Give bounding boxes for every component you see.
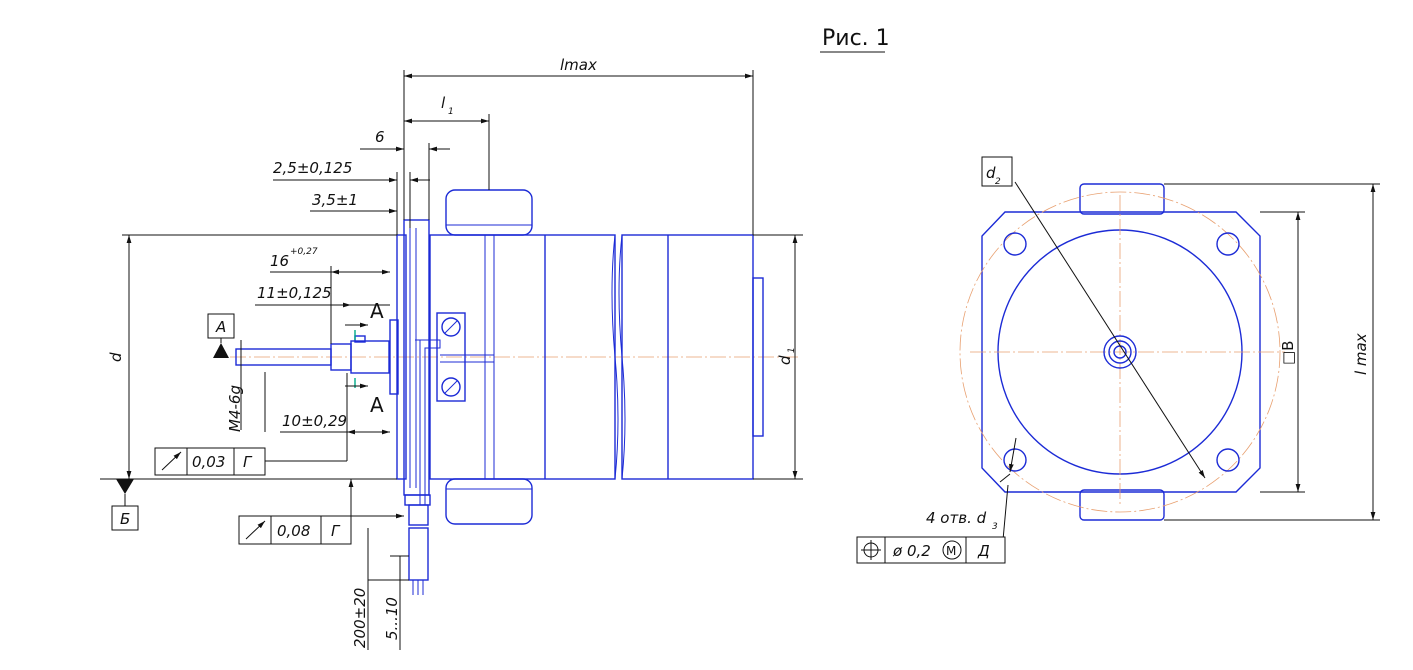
dim-d1-label: d <box>776 355 794 365</box>
dimension-lmax: lmax <box>403 56 754 235</box>
dimension-front-lmax: l max <box>1164 183 1380 521</box>
position-datum: Д <box>977 542 990 560</box>
lead-wires <box>404 494 431 595</box>
bottom-lug <box>1079 489 1165 521</box>
dimension-11: 11±0,125 <box>255 284 390 308</box>
thread-label: M4-6g <box>226 385 244 432</box>
figure-title: Рис. 1 <box>822 26 890 51</box>
dim-front-lmax-label: l max <box>1352 333 1370 375</box>
runout2-datum: Г <box>331 522 341 540</box>
position-modifier: М <box>946 544 956 558</box>
dimension-d1: d 1 <box>753 234 803 480</box>
dim-16-label: 16 <box>270 252 289 270</box>
mmc-circle-icon <box>942 540 962 560</box>
holes-callout: 4 отв. d 3 <box>926 437 1017 541</box>
dim-2-5-label: 2,5±0,125 <box>273 159 352 177</box>
dimension-d: d <box>100 234 397 480</box>
dim-d2-sub: 2 <box>995 177 1001 187</box>
runout1-datum: Г <box>243 453 253 471</box>
runout-arrow-icon <box>245 520 266 540</box>
square-flange <box>981 211 1261 493</box>
terminal-block <box>415 312 494 505</box>
dim-16-tolerance: +0,27 <box>290 247 318 257</box>
datum-b-label: Б <box>120 510 130 528</box>
runout1-value: 0,03 <box>192 453 225 471</box>
dim-d-label: d <box>107 352 125 362</box>
dim-11-label: 11±0,125 <box>257 284 332 302</box>
thread-callout: M4-6g <box>226 340 266 432</box>
position-tolerance: ø 0,2 М Д <box>856 536 1006 564</box>
runout-tolerance-2: 0,08 Г <box>238 479 404 545</box>
dim-d1-sub: 1 <box>787 347 797 353</box>
dimension-l1: l 1 <box>404 94 490 190</box>
mounting-flange <box>389 219 430 496</box>
runout2-value: 0,08 <box>277 522 310 540</box>
top-lug <box>1079 183 1165 215</box>
dimension-square-b: □В <box>1260 211 1305 493</box>
dimension-d2: d 2 <box>981 156 1206 479</box>
position-value: ø 0,2 <box>892 542 931 560</box>
dimension-10: 10±0,29 <box>280 373 390 438</box>
lead-dimensions: 200±20 5...10 <box>351 528 409 650</box>
dimension-6: 6 <box>360 128 450 220</box>
holes-label: 4 отв. d <box>926 509 987 527</box>
datum-b: Б <box>111 479 139 531</box>
lead-length-label: 200±20 <box>351 588 369 648</box>
runout-arrow-icon <box>161 451 182 471</box>
runout-tolerance-1: 0,03 Г <box>154 438 348 476</box>
section-a-top-label: А <box>370 299 384 323</box>
dim-l1-label: l <box>441 94 446 112</box>
dim-3-5-label: 3,5±1 <box>312 191 358 209</box>
position-symbol-icon <box>861 540 881 560</box>
dim-10-label: 10±0,29 <box>282 412 347 430</box>
section-a-bottom-label: А <box>370 393 384 417</box>
bolt-circle <box>959 191 1281 513</box>
dim-6-label: 6 <box>375 128 385 146</box>
side-view: А А lmax l 1 6 2 <box>100 56 803 650</box>
motor-shaft <box>235 335 390 374</box>
figure-caption: Рис. 1 <box>820 26 890 53</box>
holes-sub: 3 <box>992 522 998 532</box>
dim-lmax-label: lmax <box>560 56 597 74</box>
datum-a-label: А <box>215 318 226 336</box>
front-view: d 2 □В l max 4 отв. d 3 <box>856 156 1380 564</box>
datum-a: А <box>207 313 235 358</box>
lead-strip-label: 5...10 <box>383 597 401 640</box>
dim-d2-label: d <box>986 164 996 182</box>
dim-l1-sub: 1 <box>448 107 454 117</box>
dimension-2-5: 2,5±0,125 <box>273 159 430 235</box>
dim-square-b-label: □В <box>1279 341 1297 365</box>
mounting-holes <box>1003 232 1240 472</box>
dimension-3-5: 3,5±1 <box>310 191 397 214</box>
